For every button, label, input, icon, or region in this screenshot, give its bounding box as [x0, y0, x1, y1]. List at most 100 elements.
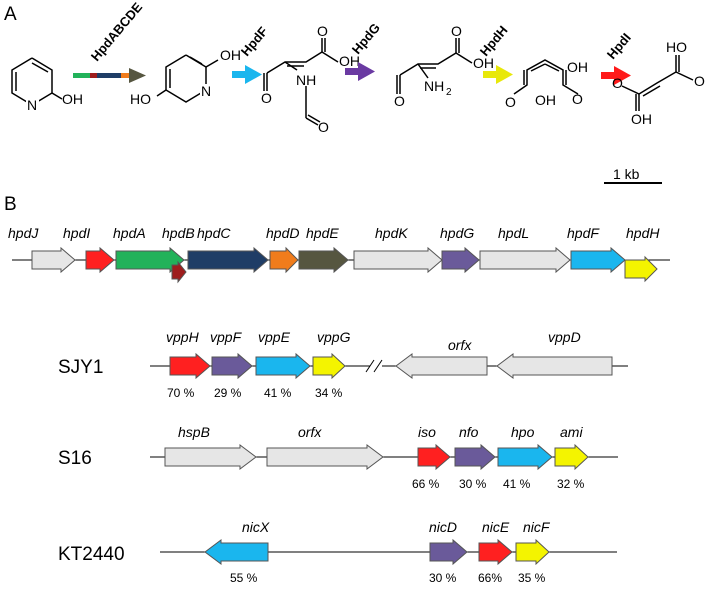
gene-label-hpdC: hpdC	[197, 225, 231, 241]
gene-label-hpdG: hpdG	[440, 225, 474, 241]
gene-label-vppF: vppF	[210, 329, 243, 345]
gene-arrow-nicX	[204, 539, 269, 565]
atom-ho-2: HO	[130, 91, 151, 107]
gene-label-hpdK: hpdK	[375, 225, 408, 241]
atom-o-4b: O	[451, 23, 462, 39]
strain-label-kt2440: KT2440	[58, 544, 125, 565]
gene-label-nicF: nicF	[523, 519, 551, 535]
gene-arrow-hpdI	[85, 246, 115, 274]
atom-nh2-sub: 2	[446, 87, 452, 98]
enzyme-label-hpdabcde: HpdABCDE	[88, 0, 146, 64]
gene-arrow-hpdE	[298, 246, 349, 274]
gene-arrow-ami	[554, 443, 589, 471]
atom-o-3c: O	[318, 119, 329, 135]
gene-arrow-hpdG	[441, 246, 480, 274]
atom-n-2: N	[201, 83, 211, 99]
atom-oh-6: OH	[631, 111, 652, 127]
gene-arrow-vppF	[211, 352, 253, 380]
gene-label-orfx: orfx	[298, 424, 322, 440]
gene-identity-nfo: 30 %	[459, 477, 487, 491]
gene-label-hpdF: hpdF	[567, 225, 600, 241]
gene-label-orfx: orfx	[448, 337, 472, 353]
atom-o-4: O	[394, 93, 405, 109]
gene-label-hpdD: hpdD	[266, 225, 299, 241]
gene-label-nicX: nicX	[242, 519, 270, 535]
atom-oh-5: OH	[535, 92, 556, 108]
enzyme-arrow-hpdabcde: HpdABCDE	[73, 0, 146, 83]
gene-label-vppE: vppE	[258, 329, 291, 345]
gene-identity-vppG: 34 %	[315, 386, 343, 400]
gene-identity-vppE: 41 %	[264, 386, 292, 400]
gene-label-hpdA: hpdA	[113, 225, 146, 241]
atom-oh-5b: OH	[567, 59, 588, 75]
panel-label-b: B	[4, 194, 17, 215]
gene-arrow-vppG	[312, 352, 346, 380]
gene-arrow-hpdF	[570, 246, 626, 274]
gene-arrow-vppE	[255, 352, 311, 380]
gene-label-vppD: vppD	[548, 329, 581, 345]
cluster-break-mark-a	[365, 359, 375, 373]
enzyme-arrow-hpdg: HpdG	[345, 20, 383, 81]
compound-fumaric-acid: HO O O OH	[612, 39, 705, 127]
gene-arrow-hpdC	[187, 246, 269, 274]
gene-identity-hpo: 41 %	[503, 477, 531, 491]
gene-label-vppH: vppH	[166, 329, 200, 345]
gene-arrow-iso	[417, 443, 451, 471]
gene-label-nfo: nfo	[459, 424, 479, 440]
gene-arrow-nicE	[478, 538, 513, 566]
gene-identity-nicD: 30 %	[429, 571, 457, 585]
atom-nh-3: NH	[296, 72, 316, 88]
strain-label-s16: S16	[58, 448, 92, 469]
atom-oh-3: OH	[339, 53, 360, 69]
gene-arrow-hpo	[497, 443, 553, 471]
gene-label-vppG: vppG	[317, 329, 351, 345]
scale-bar-label: 1 kb	[613, 166, 640, 182]
gene-arrow-hpdH	[624, 255, 658, 283]
atom-o-5b: O	[572, 91, 583, 107]
gene-arrow-nicF	[515, 538, 550, 566]
cluster-break-mark-b	[373, 359, 383, 373]
enzyme-label-hpdi: HpdI	[604, 30, 634, 62]
compound-n-formylmaleamic-acid: O O OH NH O	[261, 23, 360, 135]
gene-arrow-orfx	[395, 353, 488, 379]
gene-arrow-hpdB	[171, 260, 187, 284]
gene-label-hpdJ: hpdJ	[8, 225, 39, 241]
gene-arrow-nfo	[454, 443, 496, 471]
gene-arrow-vppH	[169, 352, 211, 380]
atom-o-3b: O	[317, 23, 328, 39]
atom-oh-2: OH	[220, 47, 241, 63]
gene-identity-vppH: 70 %	[167, 386, 195, 400]
gene-label-hpdL: hpdL	[498, 225, 529, 241]
gene-label-hpdE: hpdE	[306, 225, 339, 241]
strain-label-sjy1: SJY1	[58, 357, 103, 378]
enzyme-arrow-hpdh: HpdH	[477, 23, 513, 84]
panel-label-a: A	[4, 4, 17, 25]
gene-identity-vppF: 29 %	[214, 386, 242, 400]
gene-identity-ami: 32 %	[557, 477, 585, 491]
gene-arrow-hpdL	[479, 246, 571, 274]
gene-identity-nicX: 55 %	[230, 571, 258, 585]
gene-label-hpdB: hpdB	[162, 225, 195, 241]
atom-ho-6: HO	[666, 39, 687, 55]
gene-label-iso: iso	[418, 424, 436, 440]
enzyme-label-hpdh: HpdH	[477, 23, 511, 59]
atom-o-6: O	[694, 73, 705, 89]
gene-label-nicE: nicE	[482, 519, 510, 535]
enzyme-label-hpdf: HpdF	[238, 24, 271, 59]
atom-o-5: O	[505, 94, 516, 110]
enzyme-label-hpdg: HpdG	[349, 20, 383, 57]
gene-label-nicD: nicD	[429, 519, 457, 535]
gene-arrow-hspB	[164, 444, 257, 470]
gene-label-hpdH: hpdH	[626, 225, 660, 241]
atom-nh2-4: NH	[424, 78, 444, 94]
atom-n: N	[27, 97, 37, 113]
gene-label-hpo: hpo	[511, 424, 535, 440]
gene-identity-nicF: 35 %	[518, 571, 546, 585]
gene-label-hspB: hspB	[178, 424, 210, 440]
compound-2-5-dihydroxypyridine: N OH HO	[130, 47, 241, 107]
gene-arrow-hpdK	[353, 246, 443, 274]
atom-o-3: O	[261, 90, 272, 106]
gene-label-ami: ami	[560, 424, 583, 440]
gene-arrow-vppD	[496, 353, 613, 379]
